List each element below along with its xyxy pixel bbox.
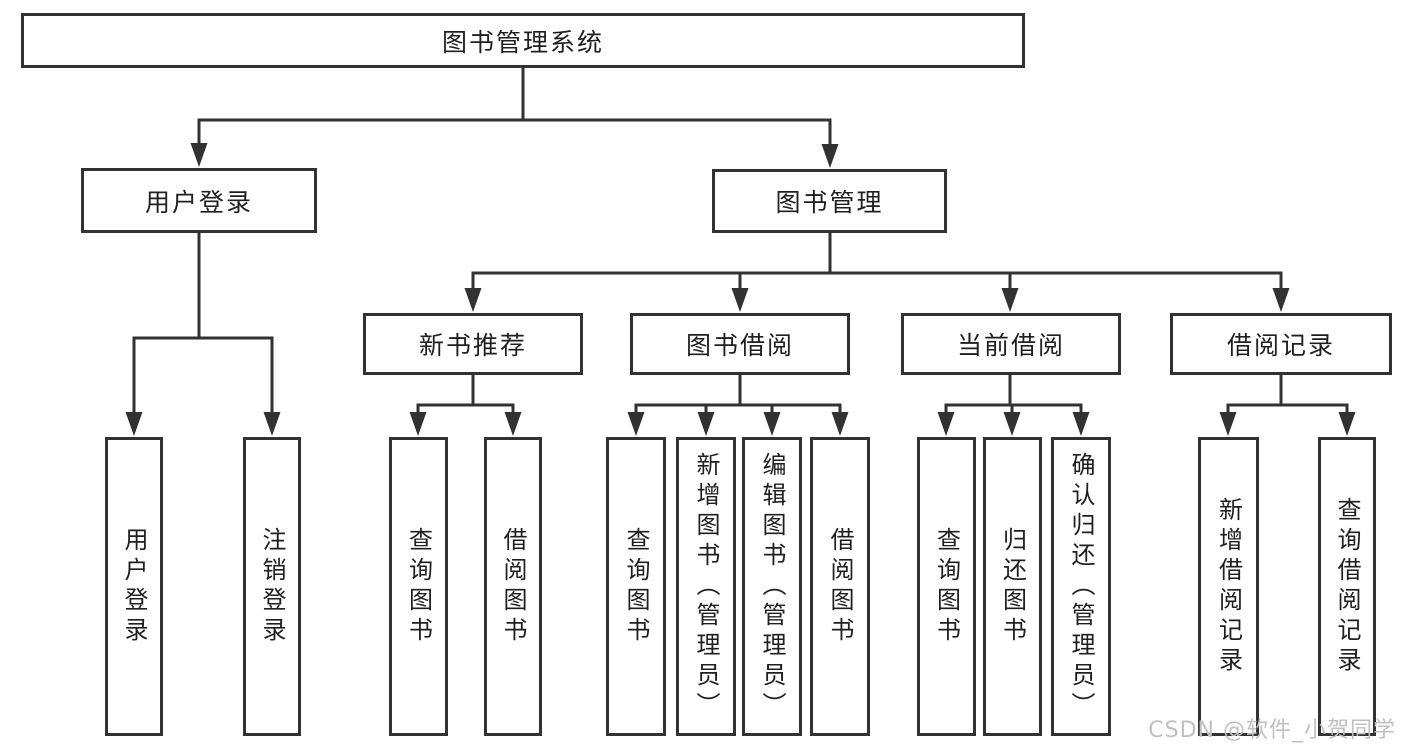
node-label: 查询图书 — [404, 526, 433, 647]
leaf-add-borrow-record: 新增借阅记录 — [1198, 437, 1259, 736]
node-label: 图书管理系统 — [441, 27, 604, 57]
connector-book-mgmt-split — [471, 231, 1283, 296]
node-label: 新增图书（管理员） — [692, 451, 720, 722]
leaf-query-borrow-record: 查询借阅记录 — [1318, 437, 1376, 736]
node-label: 当前借阅 — [956, 331, 1065, 360]
node-borrow-records: 借阅记录 — [1170, 313, 1392, 375]
connector-root-split — [197, 66, 832, 151]
csdn-watermark: CSDN @软件_小贺同学 — [1148, 718, 1396, 743]
leaf-user-login: 用户登录 — [105, 437, 163, 736]
node-label: 查询图书 — [932, 526, 961, 647]
node-label: 借阅图书 — [826, 526, 854, 647]
connector-user-login-split — [132, 231, 274, 420]
arrowheads — [125, 143, 1356, 436]
node-label: 查询图书 — [622, 526, 650, 647]
leaf-add-books-admin: 新增图书（管理员） — [676, 437, 736, 736]
node-label: 图书借阅 — [685, 331, 794, 360]
node-label: 用户登录 — [144, 187, 253, 217]
node-label: 确认归还（管理员） — [1067, 451, 1095, 722]
connector-new-books-split — [416, 373, 515, 420]
connector-borrow-records-split — [1226, 373, 1349, 420]
leaf-borrow-books-2: 借阅图书 — [810, 437, 870, 736]
connector-book-borrow-split — [634, 373, 842, 420]
node-label: 新书推荐 — [418, 331, 527, 360]
node-label: 编辑图书（管理员） — [758, 451, 786, 722]
leaf-logout: 注销登录 — [243, 437, 301, 736]
leaf-confirm-return-admin: 确认归还（管理员） — [1051, 437, 1111, 736]
node-label: 借阅记录 — [1226, 331, 1335, 360]
node-label: 归还图书 — [998, 526, 1027, 647]
node-label: 用户登录 — [120, 526, 148, 647]
node-label: 新增借阅记录 — [1214, 496, 1243, 677]
node-label: 图书管理 — [775, 188, 884, 217]
leaf-query-books-1: 查询图书 — [389, 437, 448, 736]
leaf-query-books-2: 查询图书 — [606, 437, 666, 736]
leaf-query-books-3: 查询图书 — [917, 437, 976, 736]
node-label: 注销登录 — [258, 526, 286, 647]
node-root: 图书管理系统 — [21, 13, 1025, 68]
node-book-borrow: 图书借阅 — [630, 313, 850, 375]
leaf-edit-books-admin: 编辑图书（管理员） — [742, 437, 802, 736]
node-current-borrow: 当前借阅 — [901, 313, 1121, 375]
leaf-return-books: 归还图书 — [983, 437, 1042, 736]
node-label: 借阅图书 — [499, 526, 527, 647]
node-book-mgmt: 图书管理 — [712, 169, 947, 233]
connector-current-borrow-split — [944, 373, 1083, 420]
leaf-borrow-books-1: 借阅图书 — [484, 437, 542, 736]
node-new-book-recommend: 新书推荐 — [363, 313, 583, 375]
node-user-login: 用户登录 — [81, 168, 317, 233]
node-label: 查询借阅记录 — [1333, 496, 1361, 677]
